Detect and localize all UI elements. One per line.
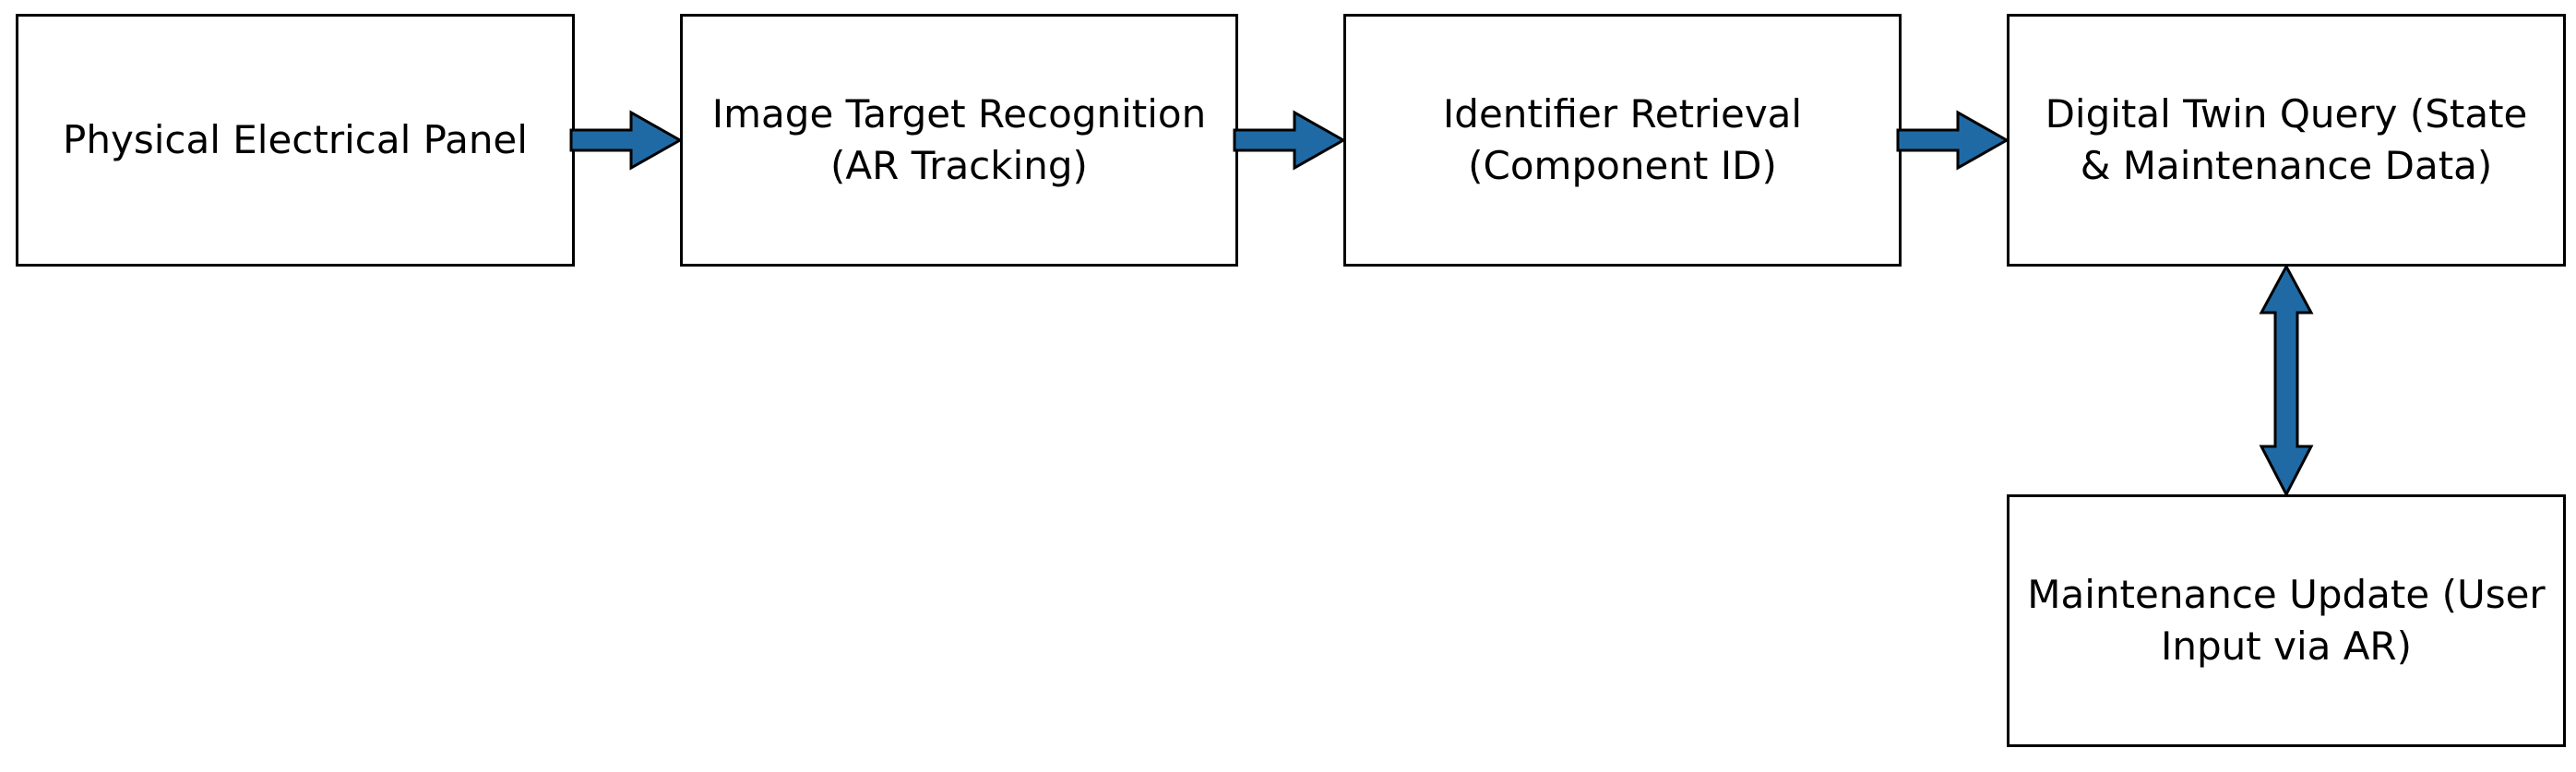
- node-maintenance-update: Maintenance Update (User Input via AR): [2007, 494, 2566, 747]
- arrow-recognition-to-identifier: [1233, 110, 1347, 171]
- node-label: Digital Twin Query (State & Maintenance …: [2045, 91, 2528, 188]
- arrow-identifier-to-digital-twin: [1896, 110, 2010, 171]
- node-label: Physical Electrical Panel: [63, 117, 528, 162]
- node-label: Maintenance Update (User Input via AR): [2027, 572, 2546, 669]
- node-digital-twin-query: Digital Twin Query (State & Maintenance …: [2007, 14, 2566, 267]
- arrow-panel-to-recognition: [569, 110, 684, 171]
- node-label: Identifier Retrieval (Component ID): [1442, 91, 1803, 188]
- node-label: Image Target Recognition (AR Tracking): [711, 91, 1207, 188]
- node-identifier-retrieval: Identifier Retrieval (Component ID): [1343, 14, 1902, 267]
- arrow-digital-twin-maintenance-bidirectional: [2259, 263, 2314, 498]
- node-image-target-recognition: Image Target Recognition (AR Tracking): [680, 14, 1238, 267]
- node-physical-electrical-panel: Physical Electrical Panel: [16, 14, 575, 267]
